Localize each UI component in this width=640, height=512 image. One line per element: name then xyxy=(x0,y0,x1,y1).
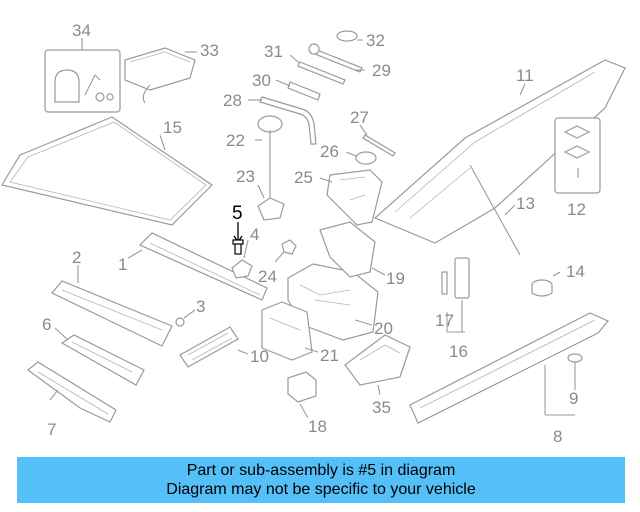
callout-27: 27 xyxy=(350,108,369,127)
part-2-trim xyxy=(51,265,173,347)
callout-34: 34 xyxy=(72,21,91,40)
part-6-trim xyxy=(54,327,145,386)
part-10-grille xyxy=(179,326,249,368)
part-9-plug xyxy=(567,353,583,390)
part-13-strut xyxy=(469,164,521,256)
part-3-bolt xyxy=(175,309,196,327)
callout-33: 33 xyxy=(200,41,219,60)
part-32-ring xyxy=(336,30,363,42)
part-35-bracket xyxy=(344,334,411,396)
callout-21: 21 xyxy=(320,346,339,365)
callout-32: 32 xyxy=(366,31,385,50)
part-27-tool xyxy=(359,124,396,157)
part-31-tool xyxy=(289,54,346,85)
part-23-jack-base xyxy=(257,184,285,221)
callout-8: 8 xyxy=(553,427,562,446)
part-24-clip xyxy=(274,239,297,263)
callout-labels: 1 2 3 4 5 6 7 8 9 10 11 12 13 14 15 16 1… xyxy=(42,21,586,446)
part-30-screwdriver xyxy=(275,79,321,101)
callout-10: 10 xyxy=(250,347,269,366)
callout-28: 28 xyxy=(223,91,242,110)
part-17-pin xyxy=(441,271,448,332)
callout-15: 15 xyxy=(163,118,182,137)
part-15-floor-panel xyxy=(1,116,213,226)
callout-12: 12 xyxy=(567,200,586,219)
callout-19: 19 xyxy=(386,269,405,288)
part-21-housing xyxy=(261,301,319,361)
parts-diagram: 1 2 3 4 5 6 7 8 9 10 11 12 13 14 15 16 1… xyxy=(1,21,626,446)
callout-30: 30 xyxy=(252,71,271,90)
callout-31: 31 xyxy=(264,42,283,61)
callout-17: 17 xyxy=(435,311,454,330)
part-5-screw xyxy=(232,222,244,255)
part-4-clip xyxy=(231,239,253,279)
callout-6: 6 xyxy=(42,315,51,334)
callout-18: 18 xyxy=(308,417,327,436)
part-34-kit xyxy=(44,38,121,113)
callout-23: 23 xyxy=(236,167,255,186)
callout-25: 25 xyxy=(294,168,313,187)
part-22-jack xyxy=(255,115,283,200)
callout-7: 7 xyxy=(47,420,56,439)
part-12-kit xyxy=(554,117,601,194)
part-1-crossmember xyxy=(127,232,268,301)
info-banner: Part or sub-assembly is #5 in diagram Di… xyxy=(17,457,625,503)
callout-4: 4 xyxy=(250,225,259,244)
part-33-compressor xyxy=(124,47,197,104)
part-16-latch xyxy=(447,257,470,333)
part-25-bracket xyxy=(319,169,383,226)
callout-29: 29 xyxy=(372,61,391,80)
callout-26: 26 xyxy=(320,142,339,161)
callout-13: 13 xyxy=(516,194,535,213)
callout-3: 3 xyxy=(196,297,205,316)
part-29-wrench xyxy=(308,43,365,73)
callout-2: 2 xyxy=(72,248,81,267)
banner-line-1: Part or sub-assembly is #5 in diagram xyxy=(186,462,456,479)
callout-9: 9 xyxy=(569,389,578,408)
callout-20: 20 xyxy=(374,319,393,338)
callout-35: 35 xyxy=(372,398,391,417)
callout-24: 24 xyxy=(258,267,277,286)
part-11-trunk-lid xyxy=(373,59,626,244)
part-8-bumper-bar xyxy=(409,312,609,424)
banner-line-2: Diagram may not be specific to your vehi… xyxy=(166,481,476,498)
callout-14: 14 xyxy=(566,262,585,281)
callout-11: 11 xyxy=(516,66,534,85)
part-14-bumper xyxy=(531,271,561,297)
part-7-trim xyxy=(27,361,117,423)
callout-1: 1 xyxy=(118,255,127,274)
callout-5: 5 xyxy=(232,203,243,224)
part-26-socket xyxy=(345,151,377,165)
callout-16: 16 xyxy=(449,342,468,361)
part-28-rod xyxy=(248,96,317,145)
part-19-bracket xyxy=(319,221,386,278)
callout-22: 22 xyxy=(226,131,245,150)
part-18-block xyxy=(287,371,317,419)
